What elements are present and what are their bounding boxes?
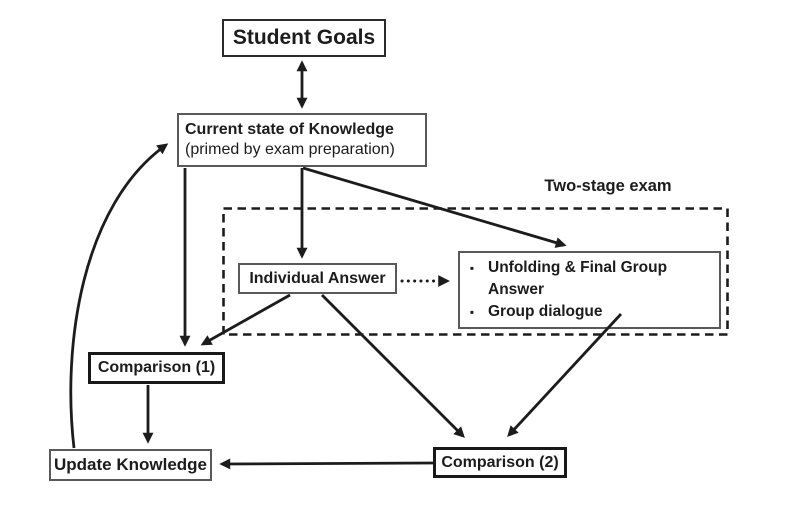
current-state-title: Current state of Knowledge [185, 121, 394, 138]
arrow-group-to-comparison2 [507, 313, 623, 438]
arrow-individual-to-comparison2 [321, 294, 465, 438]
node-current-state-of-knowledge: Current state of Knowledge (primed by ex… [177, 113, 427, 167]
comparison-2-label: Comparison (2) [441, 453, 559, 471]
individual-answer-label: Individual Answer [249, 269, 386, 287]
group-answer-item-label: Unfolding & Final Group Answer [488, 259, 668, 298]
student-goals-label: Student Goals [232, 26, 376, 49]
node-student-goals: Student Goals [222, 19, 386, 57]
two-stage-exam-label: Two-stage exam [544, 177, 672, 195]
node-comparison-2: Comparison (2) [433, 447, 567, 478]
group-answer-item: ▪ Unfolding & Final Group Answer [466, 257, 713, 301]
arrow-knowledge-to-group-answer [302, 166, 567, 248]
update-knowledge-label: Update Knowledge [53, 455, 207, 474]
comparison-1-label: Comparison (1) [97, 359, 216, 376]
arrow-comparison2-to-update [219, 458, 434, 470]
node-update-knowledge: Update Knowledge [49, 449, 212, 481]
node-individual-answer: Individual Answer [238, 263, 397, 294]
bullet-icon: ▪ [469, 305, 475, 319]
node-comparison-1: Comparison (1) [88, 352, 225, 384]
arrow-individual-to-comparison1 [200, 293, 291, 346]
current-state-subtitle: (primed by exam preparation) [185, 141, 395, 158]
group-answer-item: ▪ Group dialogue [466, 301, 713, 323]
node-group-answer: ▪ Unfolding & Final Group Answer ▪ Group… [458, 251, 721, 329]
group-answer-item-label: Group dialogue [488, 303, 603, 320]
bullet-icon: ▪ [469, 261, 475, 275]
arrow-update-to-knowledge-curve [69, 143, 169, 449]
